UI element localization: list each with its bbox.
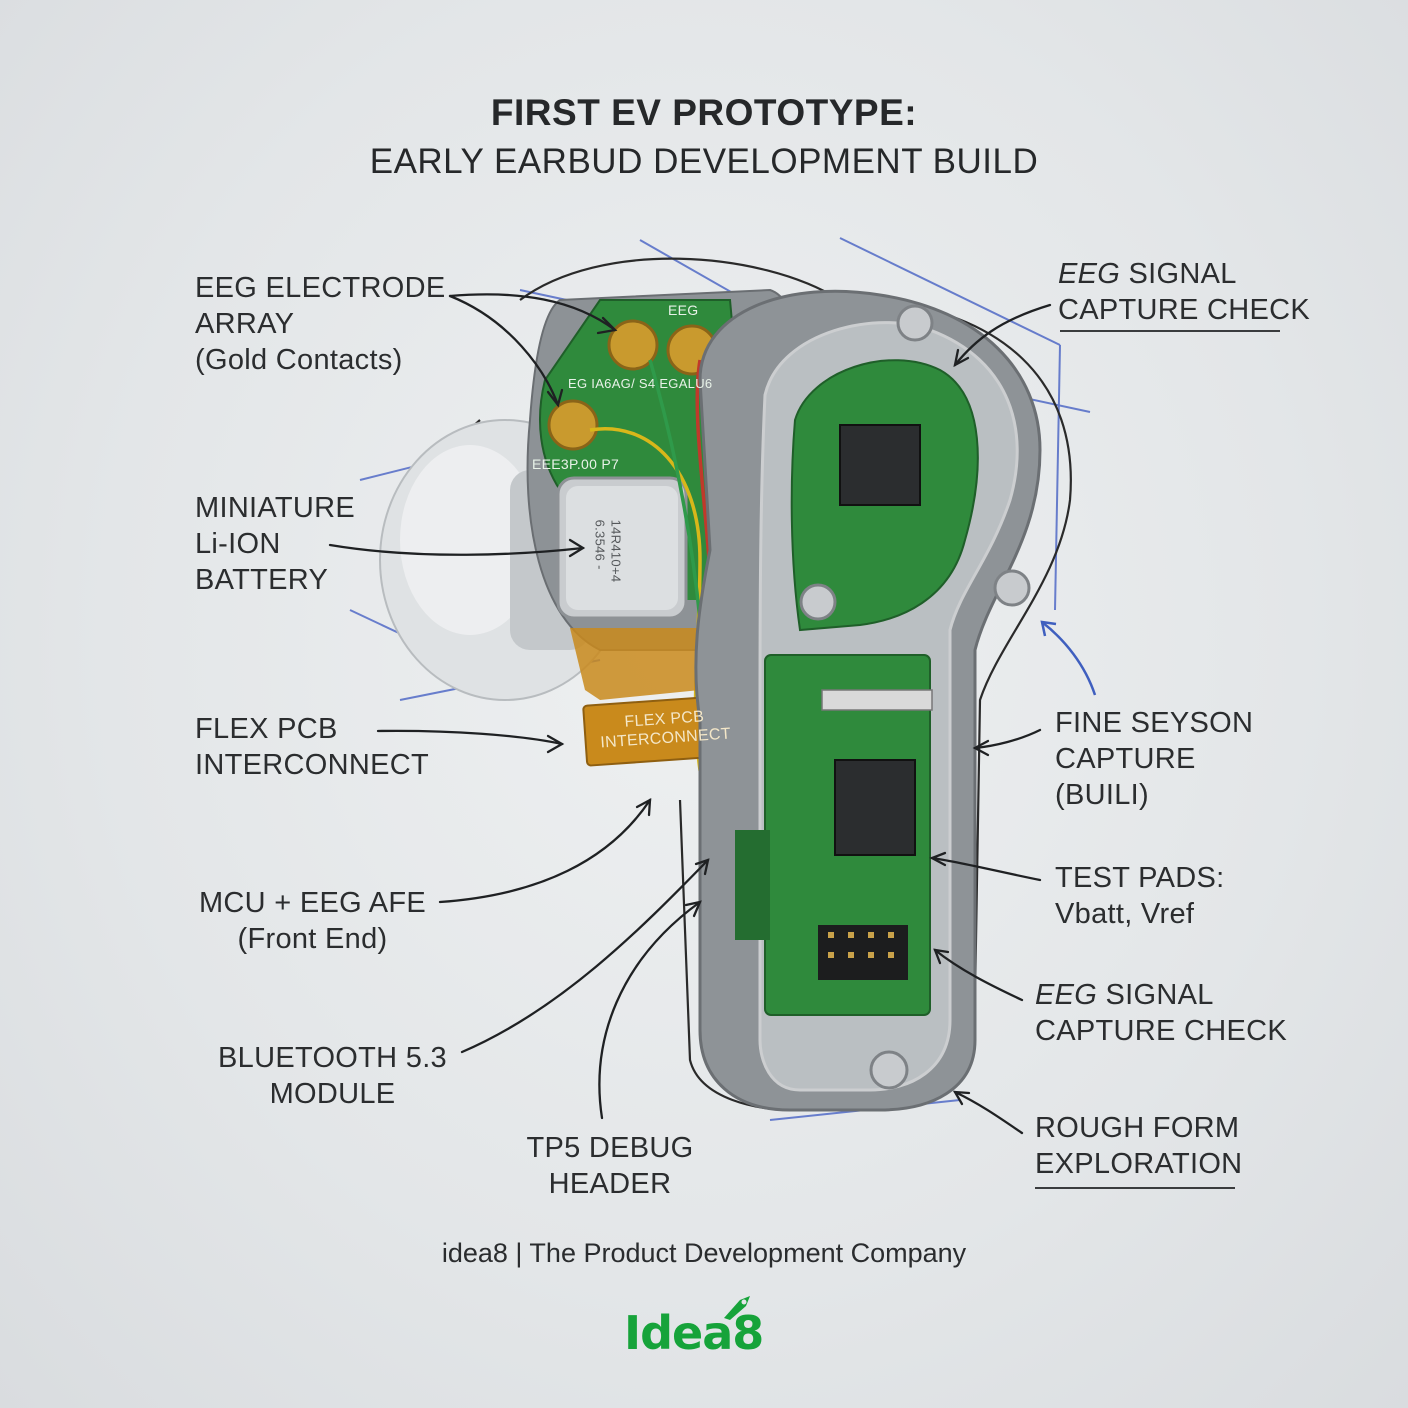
battery bbox=[556, 476, 688, 620]
eeg-silk-top: EEG bbox=[668, 302, 699, 318]
label-signal-capture-bottom-rest: SIGNAL CAPTURE CHECK bbox=[1035, 979, 1288, 1047]
label-signal-capture-top-eeg: EEG bbox=[1058, 258, 1121, 290]
mcu-chip-upper bbox=[839, 424, 921, 506]
label-signal-capture-bottom: EEG SIGNAL CAPTURE CHECK bbox=[1035, 977, 1287, 1049]
annotation-arrows bbox=[328, 293, 1052, 1135]
label-flex-pcb: FLEX PCB INTERCONNECT bbox=[195, 713, 429, 781]
label-battery: MINIATURE Li-ION BATTERY bbox=[195, 492, 356, 596]
footer-company: idea8 | The Product Development Company bbox=[441, 1238, 967, 1268]
screws bbox=[799, 304, 1031, 1090]
label-signal-capture-bottom-eeg: EEG bbox=[1035, 979, 1098, 1011]
underline-signal-top bbox=[1060, 330, 1280, 332]
label-signal-capture-top-rest: SIGNAL CAPTURE CHECK bbox=[1058, 258, 1311, 326]
label-bluetooth: BLUETOOTH 5.3 MODULE bbox=[218, 1042, 447, 1110]
rocket-icon bbox=[724, 1296, 750, 1320]
idea8-logo: Idea8 bbox=[624, 1296, 794, 1364]
label-fine-capture: FINE SEYSON CAPTURE (BUILI) bbox=[1055, 707, 1254, 811]
main-housing bbox=[694, 289, 1042, 1112]
eeg-silk-row: EG IA6AG/ S4 EGALU6 bbox=[568, 376, 713, 391]
mcu-chip-lower bbox=[834, 759, 916, 856]
page-subtitle: EARLY EARBUD DEVELOPMENT BUILD bbox=[369, 142, 1039, 181]
label-rough-form: ROUGH FORM EXPLORATION bbox=[1035, 1112, 1243, 1180]
blue-arrow bbox=[1040, 620, 1097, 696]
label-mcu-afe: MCU + EEG AFE (Front End) bbox=[198, 887, 427, 955]
label-test-pads: TEST PADS: Vbatt, Vref bbox=[1055, 862, 1225, 930]
label-debug-header: TP5 DEBUG HEADER bbox=[526, 1132, 694, 1200]
gold-contact bbox=[547, 399, 599, 451]
connector-strip bbox=[821, 689, 933, 711]
gold-contact bbox=[607, 319, 659, 371]
board-code-silk: EEE3P.00 P7 bbox=[532, 456, 620, 472]
label-signal-capture-top: EEG SIGNAL CAPTURE CHECK bbox=[1058, 256, 1310, 328]
page-title: FIRST EV PROTOTYPE: bbox=[490, 92, 918, 133]
underline-rough-form bbox=[1035, 1187, 1235, 1189]
label-eeg-electrode-array: EEG ELECTRODE ARRAY (Gold Contacts) bbox=[195, 272, 446, 376]
battery-code: 14R410+4 6.3546 - bbox=[592, 519, 624, 583]
logo-wordmark: Idea8 bbox=[624, 1306, 764, 1360]
